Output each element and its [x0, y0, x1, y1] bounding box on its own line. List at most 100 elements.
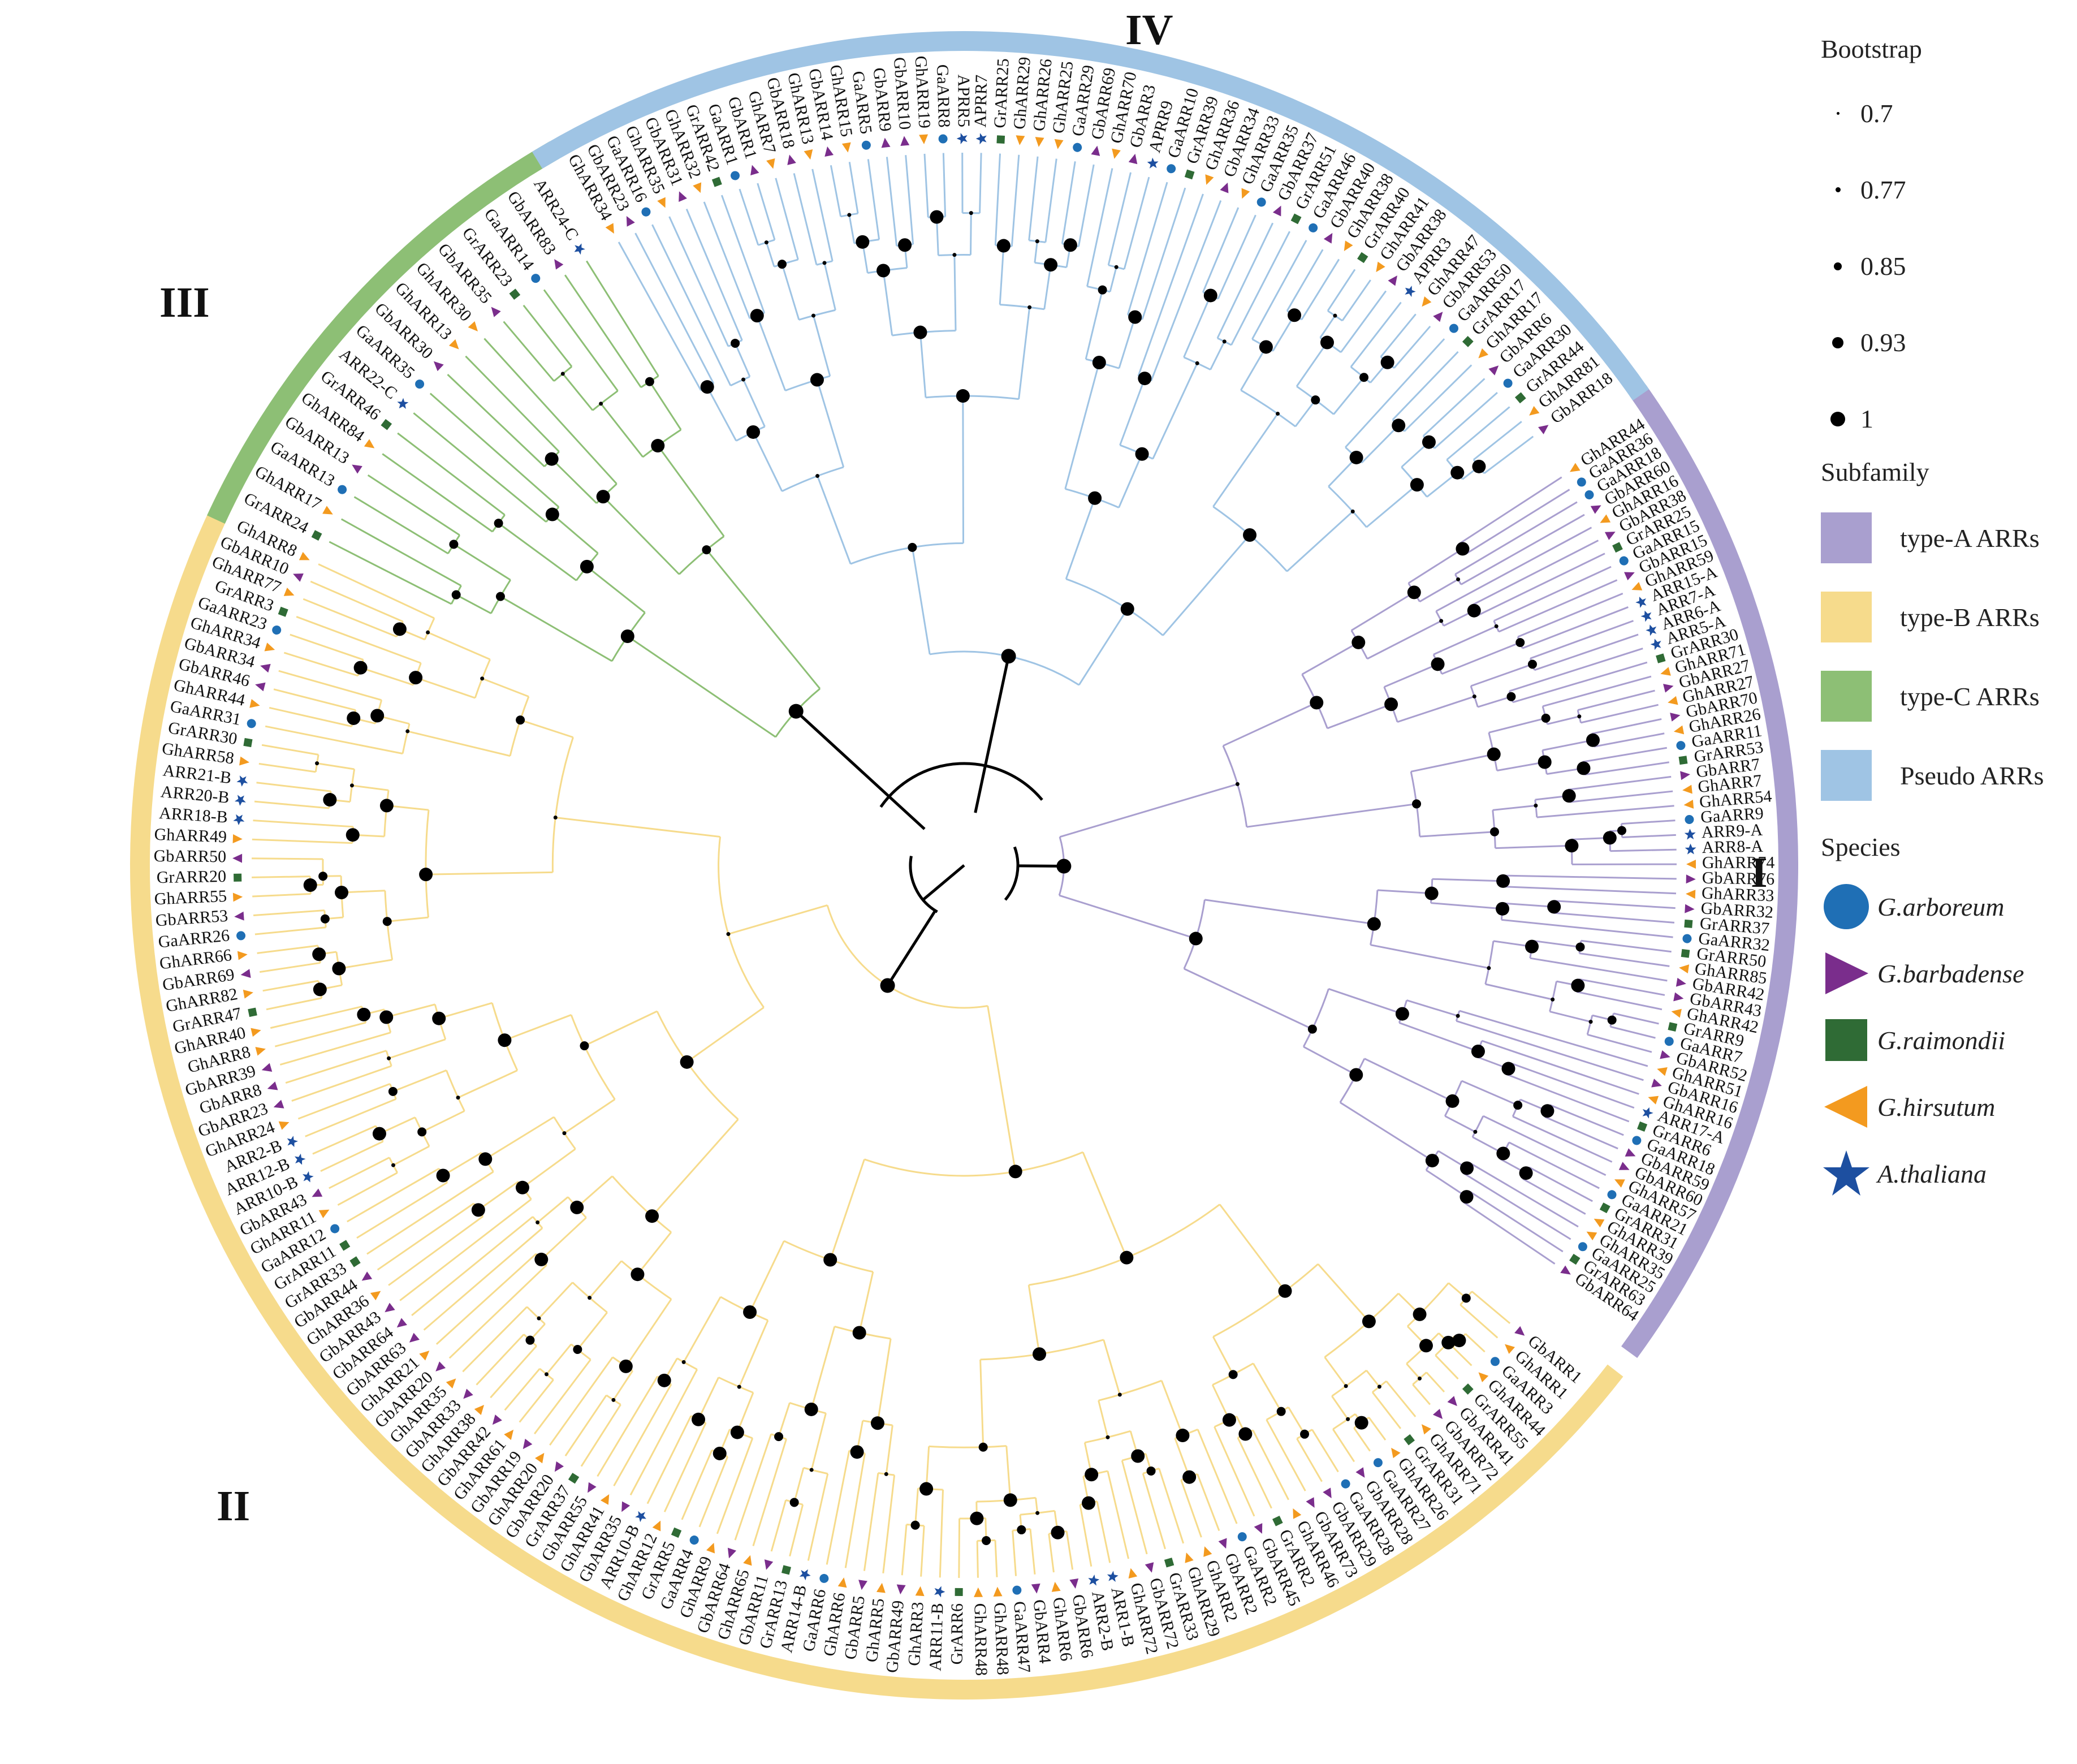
branch-line — [1406, 1363, 1420, 1379]
branch-line — [1454, 501, 1578, 575]
branch-line — [867, 159, 880, 240]
arboreum-circle-marker — [641, 207, 651, 217]
arboreum-circle-marker — [236, 931, 246, 941]
bootstrap-node — [1496, 874, 1510, 888]
arboreum-circle-marker — [1619, 556, 1629, 566]
branch-line — [388, 1038, 446, 1059]
bootstrap-node — [611, 1398, 616, 1402]
branch-arc — [678, 536, 725, 575]
thaliana-star-marker — [1107, 1571, 1119, 1582]
branch-line — [411, 1216, 534, 1316]
bootstrap-node — [1487, 966, 1491, 971]
branch-line — [1301, 258, 1340, 320]
branch-line — [1530, 957, 1668, 982]
branch-line — [1246, 803, 1417, 828]
barbadense-triangle-marker — [1514, 1326, 1525, 1336]
branch-arc — [1240, 389, 1296, 428]
bootstrap-node — [1487, 747, 1501, 761]
bootstrap-node — [570, 1200, 584, 1214]
branch-line — [649, 381, 682, 430]
branch-line — [337, 1172, 398, 1206]
thaliana-star-marker — [799, 1569, 811, 1581]
raimondii-square-marker — [711, 176, 722, 187]
barbadense-triangle-marker — [1128, 153, 1138, 165]
raimondii-square-marker — [1184, 169, 1195, 180]
branch-line — [519, 1379, 554, 1423]
bootstrap-node — [1519, 1166, 1533, 1180]
branch-line — [1137, 193, 1204, 377]
leaf-label: GrARR20 — [157, 867, 227, 887]
branch-line — [1493, 566, 1612, 622]
branch-line — [882, 270, 893, 336]
hirsutum-triangle-marker — [322, 506, 333, 515]
branch-arc — [1000, 304, 1044, 310]
branch-line — [736, 1392, 754, 1433]
branch-line — [922, 864, 965, 901]
bootstrap-node — [471, 1203, 485, 1217]
leaf-label: GaARR47 — [1010, 1601, 1034, 1674]
bootstrap-node — [1027, 305, 1032, 309]
arboreum-circle-marker — [1584, 490, 1594, 499]
bootstrap-node — [1472, 459, 1486, 473]
barbadense-triangle-marker — [1272, 205, 1281, 217]
branch-line — [911, 547, 931, 655]
branch-line — [1251, 240, 1307, 340]
bootstrap-node — [726, 932, 731, 937]
branch-line — [811, 169, 834, 262]
raimondii-square-marker — [243, 737, 253, 748]
bootstrap-node — [1460, 1161, 1474, 1175]
branch-line — [1107, 1470, 1130, 1559]
barbadense-triangle-marker — [626, 216, 635, 227]
branch-line — [297, 1082, 391, 1120]
branch-line — [546, 1343, 572, 1375]
bootstrap-node — [789, 1498, 799, 1507]
barbadense-triangle-marker — [1590, 505, 1601, 514]
branch-line — [1554, 900, 1676, 909]
barbadense-triangle-marker — [1355, 1467, 1365, 1478]
hirsutum-triangle-marker — [1683, 799, 1694, 809]
branch-line — [1549, 1104, 1624, 1136]
leaf-label: ARR11-B — [926, 1603, 947, 1672]
branch-line — [742, 379, 766, 427]
branch-line — [1579, 978, 1665, 996]
branch-line — [618, 241, 702, 391]
branch-line — [339, 959, 392, 970]
branch-line — [1341, 279, 1371, 321]
bootstrap-node — [391, 1163, 395, 1167]
bootstrap-node — [1082, 1496, 1096, 1510]
hirsutum-triangle-marker — [1203, 1546, 1212, 1557]
branch-line — [1079, 1504, 1093, 1567]
leaf-label: GhARR49 — [154, 825, 227, 847]
branch-line — [1498, 579, 1618, 633]
leaf-label: ARR18-B — [158, 804, 228, 827]
branch-line — [1433, 392, 1498, 449]
bootstrap-node — [1441, 1335, 1456, 1349]
hirsutum-triangle-marker — [243, 989, 253, 999]
branch-line — [1118, 454, 1143, 508]
hirsutum-triangle-marker — [1686, 860, 1696, 869]
branch-line — [386, 1003, 435, 1018]
barbadense-triangle-marker — [679, 191, 687, 202]
branch-line — [520, 719, 573, 739]
raimondii-square-marker — [568, 1473, 580, 1484]
bootstrap-node — [553, 816, 558, 820]
branch-line — [1212, 413, 1279, 507]
bootstrap-node — [1120, 602, 1134, 616]
hirsutum-triangle-marker — [693, 182, 702, 193]
branch-line — [1078, 608, 1129, 686]
bootstrap-node — [1117, 1392, 1122, 1397]
arboreum-circle-marker — [415, 379, 425, 389]
arboreum-circle-marker — [330, 1224, 340, 1233]
hirsutum-triangle-marker — [600, 1494, 610, 1505]
branch-line — [920, 1525, 925, 1577]
arboreum-circle-marker — [1341, 1479, 1350, 1489]
branch-line — [504, 1368, 541, 1411]
bootstrap-node — [1459, 1190, 1474, 1204]
hirsutum-triangle-marker — [255, 1047, 266, 1056]
bootstrap-node — [876, 264, 891, 278]
branch-line — [1029, 1529, 1036, 1575]
branch-line — [919, 332, 927, 398]
bootstrap-node — [645, 377, 654, 386]
branch-line — [994, 1540, 998, 1577]
